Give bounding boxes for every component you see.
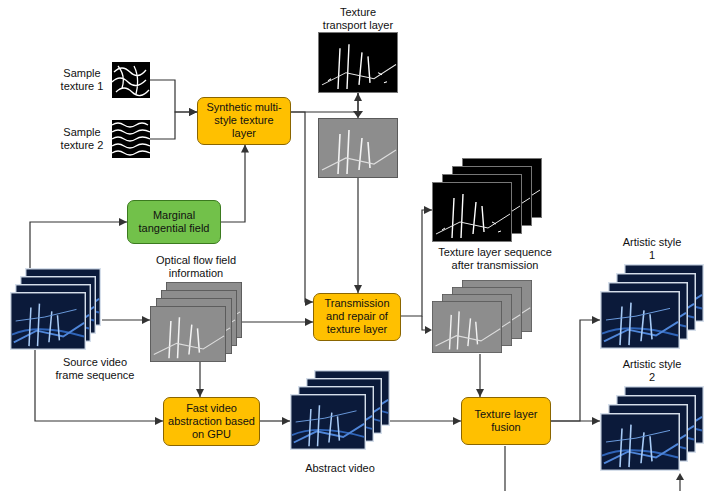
image-caption: Artistic style 2: [622, 358, 682, 384]
caption-holder: Optical flow field information: [150, 254, 242, 281]
box-label: Synthetic multi-style texture layer: [202, 101, 286, 141]
image-caption: Texture transport layer: [318, 6, 398, 32]
image-panel: Texture transport layer: [318, 4, 398, 93]
flow-arrow: [150, 112, 197, 139]
flow-arrow: [401, 210, 432, 316]
flow-arrow: [199, 362, 200, 397]
process-box: Marginal tangential field: [127, 200, 221, 244]
caption-holder: Source video frame sequence: [52, 356, 138, 383]
image-panel: Artistic style 2: [600, 358, 704, 471]
caption-holder: Artistic style 1: [622, 236, 682, 263]
image-caption: Sample texture 1: [56, 67, 108, 93]
process-box: Fast video abstraction based on GPU: [163, 397, 260, 446]
image-panel: Artistic style 1: [600, 236, 704, 349]
texture-frame: [433, 183, 512, 242]
box-label: Fast video abstraction based on GPU: [168, 402, 255, 442]
image-panel: Sample texture 1: [56, 60, 150, 100]
flow-arrow: [102, 319, 150, 320]
texture-image: [319, 33, 398, 93]
image-panel: Sample texture 2: [56, 118, 150, 160]
flow-arrow: [242, 321, 313, 322]
offpage-line: [504, 446, 505, 491]
flow-arrow: [551, 320, 600, 421]
caption-holder: Texture layer sequence after transmissio…: [432, 246, 558, 273]
flow-arrow: [30, 222, 127, 268]
caption-holder: Texture transport layer: [318, 6, 398, 33]
box-label: Texture layer fusion: [466, 408, 546, 434]
texture-sample: [112, 62, 150, 98]
flow-arrow: [390, 420, 461, 421]
video-frame: [291, 395, 366, 450]
process-box: Synthetic multi-style texture layer: [197, 97, 291, 145]
arrow-head: [353, 111, 363, 118]
caption-holder: Artistic style 2: [622, 358, 682, 385]
image-panel: Source video frame sequence: [10, 268, 102, 350]
caption-holder: Sample texture 1: [56, 67, 108, 94]
flow-arrow: [291, 112, 313, 302]
flow-arrow: [291, 93, 358, 112]
flow-frame: [150, 306, 225, 361]
flow-arrow: [479, 354, 480, 397]
image-caption: Optical flow field information: [150, 254, 242, 280]
flow-arrow: [150, 80, 197, 112]
texture-frame: [432, 301, 501, 352]
texture-image: [319, 119, 398, 178]
image-caption: Abstract video: [305, 462, 375, 475]
box-label: Transmission and repair of texture layer: [318, 297, 396, 337]
image-panel: Optical flow field information: [150, 254, 242, 362]
arrow-head: [676, 473, 684, 480]
video-frame: [11, 293, 86, 350]
caption-holder: Sample texture 2: [56, 126, 108, 153]
flow-arrow: [260, 420, 290, 421]
image-caption: Artistic style 1: [622, 236, 682, 262]
box-label: Marginal tangential field: [132, 209, 216, 235]
texture-sample: [112, 120, 150, 158]
image-caption: Sample texture 2: [56, 126, 108, 152]
process-box: Transmission and repair of texture layer: [313, 293, 401, 341]
flow-arrow: [221, 145, 245, 222]
image-caption: Texture layer sequence after transmissio…: [432, 246, 558, 272]
video-frame: [601, 292, 680, 349]
flow-arrow: [35, 350, 163, 421]
process-box: Texture layer fusion: [461, 397, 551, 445]
caption-holder: Abstract video: [290, 458, 390, 476]
video-frame: [601, 414, 680, 471]
arrow-head: [425, 326, 432, 334]
offpage-line: [679, 479, 680, 491]
flow-arrow: [551, 420, 600, 421]
image-panel: Texture layer sequence after transmissio…: [432, 158, 558, 354]
image-caption: Source video frame sequence: [52, 356, 138, 382]
image-panel: Abstract video: [290, 370, 390, 456]
